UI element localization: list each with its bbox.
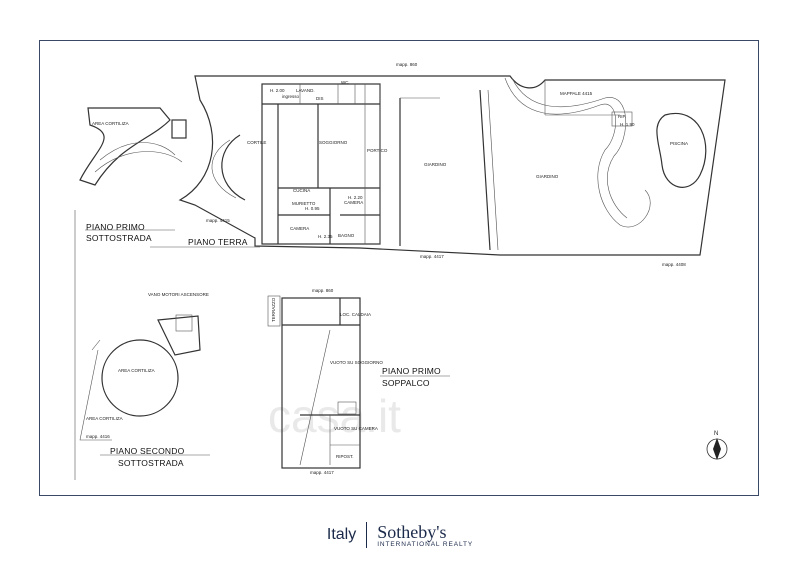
room-piscina: PISCINA [670, 141, 688, 146]
room-ingresso: ingresso [282, 94, 300, 99]
room-ripost: RIPOST. [336, 454, 354, 459]
room-vuoto-camera: VUOTO SU CAMERA [334, 426, 378, 431]
mapp-4415: mapp. 4415 [206, 218, 230, 223]
room-dis: DIS [316, 96, 324, 101]
room-mappale-4415: MAPPALE 4415 [560, 91, 593, 96]
height-note-1: H. 2.00 [270, 88, 285, 93]
height-note-3: H. 2.20 [348, 195, 363, 200]
height-note-2: H. 0.95 [305, 206, 320, 211]
room-camera-1: CAMERA [344, 200, 363, 205]
room-wc: WC [341, 80, 349, 85]
mapp-860-mid: mapp. 860 [312, 288, 334, 293]
watermark: casa.it [268, 390, 401, 442]
brand-footer: Italy Sotheby's INTERNATIONAL REALTY [0, 515, 800, 555]
title-piano-terra: PIANO TERRA [188, 237, 248, 247]
compass-icon: N [706, 431, 728, 460]
brand-country: Italy [326, 526, 357, 543]
brand-name: Sotheby's [377, 521, 447, 542]
title-piano-primo-sottostrada-2: SOTTOSTRADA [86, 233, 152, 243]
title-piano-secondo-sottostrada-1: PIANO SECONDO [110, 446, 185, 456]
brand-subtitle: INTERNATIONAL REALTY [377, 540, 474, 548]
room-loc-caldaia: LOC. CALDAIA [340, 312, 371, 317]
brand-divider [366, 522, 368, 548]
brand-logo: Sotheby's INTERNATIONAL REALTY [367, 523, 473, 548]
room-rip: RIP. [618, 114, 626, 119]
compass-north-label: N [714, 431, 718, 437]
mapp-4417: mapp. 4417 [420, 254, 444, 259]
room-vuoto-soggiorno: VUOTO SU SOGGIORNO [330, 360, 383, 365]
title-piano-secondo-sottostrada-2: SOTTOSTRADA [118, 458, 184, 468]
title-piano-primo-sottostrada-1: PIANO PRIMO [86, 222, 145, 232]
height-note-5: H. 1.90 [620, 122, 635, 127]
room-area-cortiliza-1: AREA CORTILIZA [92, 121, 129, 126]
mapp-860-top: mapp. 860 [396, 62, 418, 67]
room-cucina: CUCINA [293, 188, 310, 193]
room-area-cortiliza-3: AREA CORTILIZA [86, 416, 123, 421]
title-piano-primo-soppalco-2: SOPPALCO [382, 378, 430, 388]
room-portico: PORTICO [367, 148, 388, 153]
room-area-cortiliza-2: AREA CORTILIZA [118, 368, 155, 373]
mapp-4416: mapp. 4416 [86, 434, 110, 439]
room-lavanderia: LAVAND. [296, 88, 315, 93]
height-note-4: H. 2.35 [318, 234, 333, 239]
mapp-4408: mapp. 4408 [662, 262, 686, 267]
room-camera-2: CAMERA [290, 226, 309, 231]
title-piano-primo-soppalco-1: PIANO PRIMO [382, 366, 441, 376]
room-terrazzo: TERRAZZO [271, 297, 276, 322]
drawing-frame [39, 40, 759, 496]
room-vano-motori: VANO MOTORI ASCENSORE [148, 292, 209, 297]
piano-secondo-sottostrada-plan [79, 314, 201, 441]
piano-terra-plan [178, 75, 726, 256]
room-giardino-2: GIARDINO [536, 174, 559, 179]
room-murietto: MURIETTO [292, 201, 316, 206]
room-soggiorno: SOGGIORNO [319, 140, 348, 145]
piano-primo-sottostrada-plan [74, 107, 187, 480]
mapp-4417-mid: mapp. 4417 [310, 470, 334, 475]
room-bagno: BAGNO [338, 233, 355, 238]
piano-primo-soppalco-plan [267, 295, 361, 469]
room-giardino-1: GIARDINO [424, 162, 447, 167]
room-cortile: CORTILE [247, 140, 266, 145]
